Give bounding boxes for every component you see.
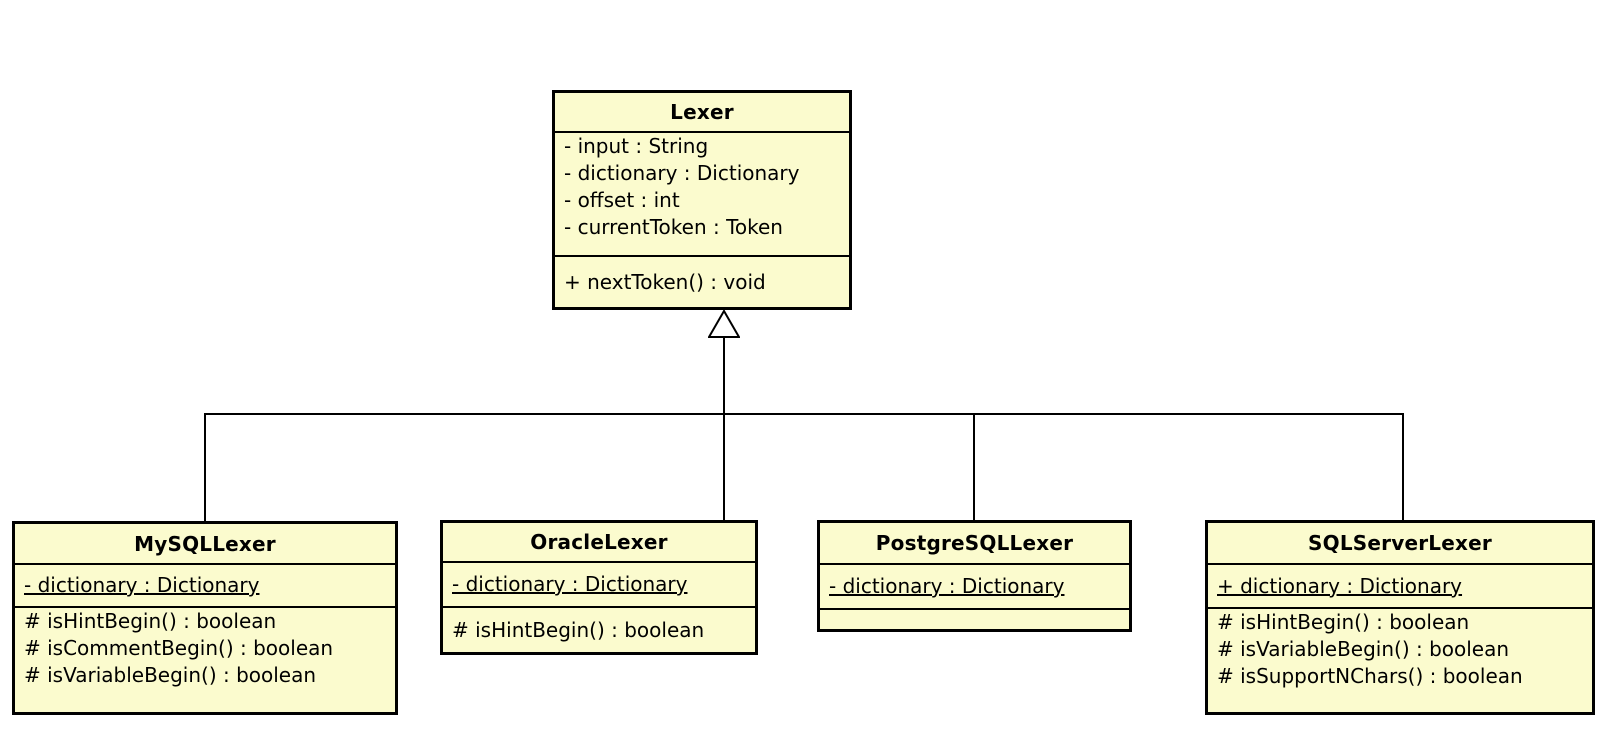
- class-name-sqlserverlexer: SQLServerLexer: [1208, 523, 1592, 565]
- generalization-line-lexer-to-oracle: [723, 336, 725, 520]
- attribute-compartment: - dictionary : Dictionary: [443, 563, 755, 608]
- class-box-mysqllexer: MySQLLexer - dictionary : Dictionary # i…: [12, 521, 398, 715]
- class-box-oraclelexer: OracleLexer - dictionary : Dictionary # …: [440, 520, 758, 655]
- attribute: - offset : int: [564, 188, 680, 212]
- generalization-bus-line: [205, 413, 1404, 415]
- operation: # isSupportNChars() : boolean: [1217, 664, 1523, 688]
- operation: # isHintBegin() : boolean: [1217, 610, 1470, 634]
- attribute-compartment: - input : String - dictionary : Dictiona…: [555, 133, 849, 257]
- class-box-lexer: Lexer - input : String - dictionary : Di…: [552, 90, 852, 310]
- operation-compartment: + nextToken() : void: [555, 257, 849, 307]
- operation: # isVariableBegin() : boolean: [1217, 637, 1510, 661]
- operation: # isCommentBegin() : boolean: [24, 636, 334, 660]
- static-attribute: - dictionary : Dictionary: [829, 574, 1065, 598]
- operation-compartment-empty: [820, 610, 1129, 629]
- operation: # isVariableBegin() : boolean: [24, 663, 317, 687]
- class-name-lexer: Lexer: [555, 93, 849, 133]
- class-name-postgresqllexer: PostgreSQLLexer: [820, 523, 1129, 565]
- static-attribute: + dictionary : Dictionary: [1217, 573, 1463, 598]
- attribute-compartment: + dictionary : Dictionary: [1208, 565, 1592, 609]
- attribute: - dictionary : Dictionary: [564, 161, 800, 185]
- class-box-postgresqllexer: PostgreSQLLexer - dictionary : Dictionar…: [817, 520, 1132, 632]
- operation-compartment: # isHintBegin() : boolean # isVariableBe…: [1208, 609, 1592, 712]
- static-attribute: - dictionary : Dictionary: [24, 573, 260, 597]
- operation: # isHintBegin() : boolean: [452, 617, 705, 642]
- operation: + nextToken() : void: [564, 269, 766, 294]
- class-name-mysqllexer: MySQLLexer: [15, 524, 395, 565]
- generalization-line-postgresql: [973, 413, 975, 520]
- attribute: - input : String: [564, 134, 709, 158]
- attribute: - currentToken : Token: [564, 215, 783, 239]
- static-attribute: - dictionary : Dictionary: [452, 572, 688, 596]
- inheritance-triangle-icon: [708, 310, 740, 338]
- attribute-compartment: - dictionary : Dictionary: [820, 565, 1129, 610]
- class-box-sqlserverlexer: SQLServerLexer + dictionary : Dictionary…: [1205, 520, 1595, 715]
- generalization-line-mysql: [204, 413, 206, 521]
- operation-compartment: # isHintBegin() : boolean: [443, 608, 755, 652]
- class-name-oraclelexer: OracleLexer: [443, 523, 755, 563]
- generalization-line-sqlserver: [1402, 413, 1404, 520]
- operation: # isHintBegin() : boolean: [24, 609, 277, 633]
- attribute-compartment: - dictionary : Dictionary: [15, 565, 395, 608]
- operation-compartment: # isHintBegin() : boolean # isCommentBeg…: [15, 608, 395, 712]
